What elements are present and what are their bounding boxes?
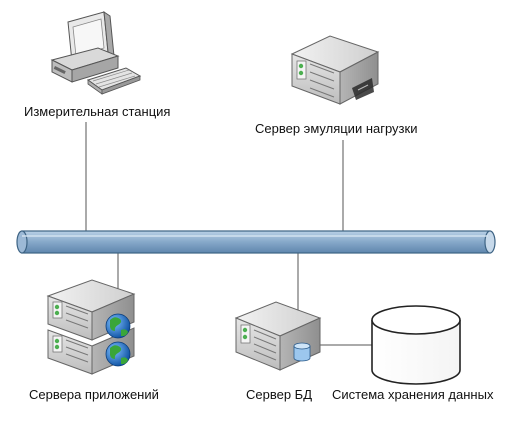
database-server-icon: [234, 301, 322, 371]
database-icon: [293, 342, 311, 362]
connector-lines: [85, 122, 372, 346]
server-icon: [290, 35, 380, 105]
network-bus: [16, 230, 496, 254]
web-server-icon: [46, 279, 136, 375]
desktop-computer-icon: [50, 10, 142, 95]
globe-icon: [105, 313, 131, 339]
app-servers-label: Сервера приложений: [29, 387, 159, 402]
load-server-label: Сервер эмуляции нагрузки: [255, 121, 418, 136]
globe-icon: [105, 341, 131, 367]
db-server-label: Сервер БД: [246, 387, 313, 402]
workstation-label: Измерительная станция: [24, 104, 171, 119]
storage-label: Система хранения данных: [332, 387, 494, 402]
storage-cylinder-icon: [371, 305, 461, 385]
